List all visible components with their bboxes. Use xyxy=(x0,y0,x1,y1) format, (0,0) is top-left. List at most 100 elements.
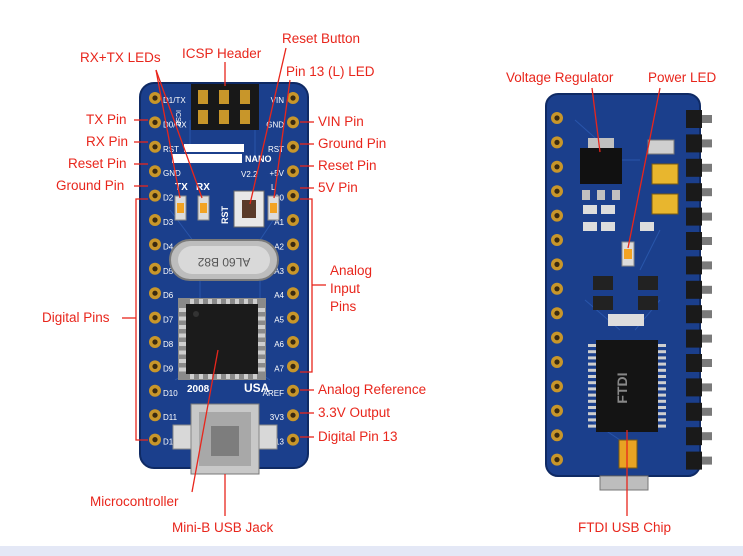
pin-hole-center xyxy=(152,291,157,296)
mcu-pin xyxy=(226,299,230,304)
ftdi-pin xyxy=(658,375,666,378)
usa-silkscreen-text: USA xyxy=(244,381,270,395)
label-tx-pin: TX Pin xyxy=(86,112,127,128)
label-ground-pin-left: Ground Pin xyxy=(56,178,124,194)
pin-hole-center xyxy=(290,193,295,198)
mcu-pin xyxy=(179,351,186,355)
mcu-pin xyxy=(235,299,239,304)
front-board: D1/TXD0/RXRSTGNDD2D3D4D5D6D7D8D9D10D11D1… xyxy=(140,83,308,474)
icsp-pin xyxy=(240,90,250,104)
mcu-pin xyxy=(253,299,257,304)
left-pin-label: D2 xyxy=(163,194,174,203)
pin-hole-center xyxy=(152,364,157,369)
pin-hole-center xyxy=(152,339,157,344)
header-pin-end xyxy=(702,432,712,440)
mcu-pin xyxy=(179,359,186,363)
ftdi-pin xyxy=(588,425,596,428)
sot-part xyxy=(593,276,613,290)
pin-hole-center xyxy=(554,311,559,316)
ftdi-pin xyxy=(658,400,666,403)
label-vin-pin: VIN Pin xyxy=(318,114,364,130)
ftdi-pin xyxy=(658,394,666,397)
pin-hole-center xyxy=(554,335,559,340)
front-left-pin-holes xyxy=(149,92,161,446)
sot-part xyxy=(638,296,658,310)
mcu-pin xyxy=(244,299,248,304)
left-pin-label: D11 xyxy=(163,413,178,422)
pin-hole-center xyxy=(554,408,559,413)
header-pin-body xyxy=(686,256,702,274)
pin-hole-center xyxy=(290,413,295,418)
back-right-header-pins xyxy=(686,110,712,470)
pin-hole-center xyxy=(152,315,157,320)
pin-hole-center xyxy=(554,164,559,169)
ftdi-pin xyxy=(658,425,666,428)
left-pin-label: D10 xyxy=(163,389,178,398)
pin-hole-center xyxy=(290,242,295,247)
right-pin-label: 3V3 xyxy=(270,413,285,422)
smd-part xyxy=(601,205,615,214)
icsp-pin xyxy=(219,90,229,104)
ftdi-pin xyxy=(588,381,596,384)
mcu-pin xyxy=(258,359,265,363)
ftdi-pin xyxy=(588,400,596,403)
pin-hole-center xyxy=(290,291,295,296)
left-pin-label: D9 xyxy=(163,364,174,373)
pin-hole-center xyxy=(554,286,559,291)
header-pin-end xyxy=(702,408,712,416)
ftdi-pin xyxy=(588,375,596,378)
usb-jack-back xyxy=(600,476,648,490)
pin13-led xyxy=(268,196,279,220)
ftdi-pin xyxy=(658,406,666,409)
front-right-pin-holes xyxy=(287,92,299,446)
pin-hole-center xyxy=(554,140,559,145)
label-ground-pin-right: Ground Pin xyxy=(318,136,386,152)
header-pin-body xyxy=(686,305,702,323)
tx-led xyxy=(175,196,186,220)
header-pin-end xyxy=(702,359,712,367)
label-microcontroller: Microcontroller xyxy=(90,494,179,510)
header-pin-end xyxy=(702,115,712,123)
mcu-pin xyxy=(235,374,239,379)
header-pin-body xyxy=(686,403,702,421)
header-pin-end xyxy=(702,457,712,465)
icsp-pin xyxy=(198,110,208,124)
sot-part xyxy=(638,276,658,290)
ftdi-pin xyxy=(658,412,666,415)
label-reset-button: Reset Button xyxy=(282,31,360,47)
label-digital-pins: Digital Pins xyxy=(42,310,110,326)
label-icsp-header: ICSP Header xyxy=(182,46,261,62)
ftdi-pin xyxy=(588,344,596,347)
pin-hole-center xyxy=(152,437,157,442)
smd-part xyxy=(640,222,654,231)
mcu-pin xyxy=(258,351,265,355)
back-left-pin-holes xyxy=(551,112,563,466)
mcu-pin xyxy=(244,374,248,379)
header-pin-body xyxy=(686,208,702,226)
pin-hole-center xyxy=(554,237,559,242)
pin-hole-center xyxy=(152,413,157,418)
label-reset-pin-right: Reset Pin xyxy=(318,158,377,174)
label-3v3-output: 3.3V Output xyxy=(318,405,390,421)
mcu-pin xyxy=(208,374,212,379)
pin-hole-center xyxy=(554,213,559,218)
header-pin-end xyxy=(702,139,712,147)
smd-part xyxy=(583,205,597,214)
ftdi-pin xyxy=(588,394,596,397)
ftdi-chip: FTDI xyxy=(588,340,666,432)
pin-hole-center xyxy=(290,388,295,393)
mcu-pin xyxy=(226,374,230,379)
rx-led xyxy=(198,196,209,220)
pin-hole-center xyxy=(290,437,295,442)
pin-hole-center xyxy=(152,120,157,125)
label-5v-pin: 5V Pin xyxy=(318,180,358,196)
microcontroller-chip xyxy=(178,298,266,380)
label-ftdi-usb-chip: FTDI USB Chip xyxy=(578,520,671,536)
mcu-pin xyxy=(199,374,203,379)
capacitor xyxy=(648,140,674,154)
ftdi-pin xyxy=(588,350,596,353)
left-pin-label: D8 xyxy=(163,340,174,349)
blanked-area xyxy=(172,154,242,163)
nano-silkscreen-text: NANO xyxy=(245,154,272,164)
header-pin-end xyxy=(702,286,712,294)
